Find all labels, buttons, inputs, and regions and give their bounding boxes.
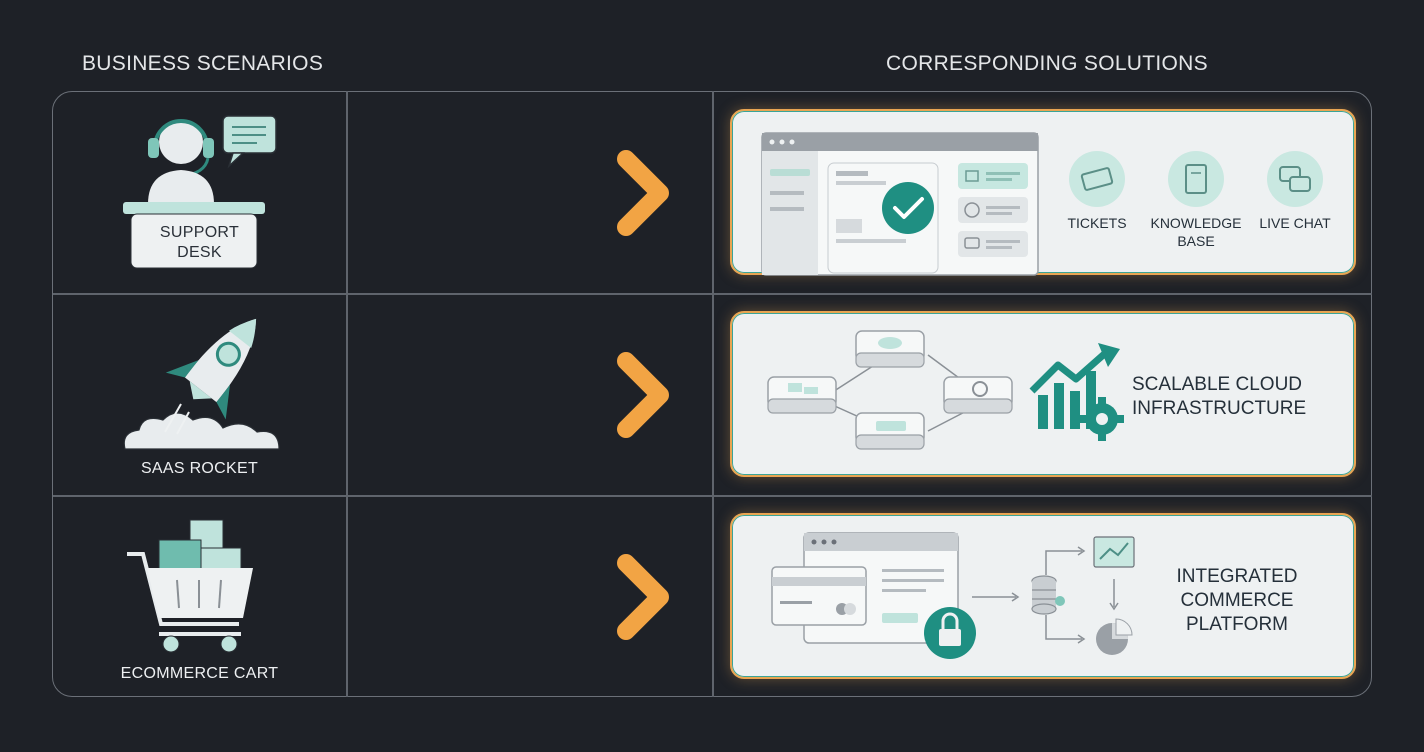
solution-label-cloud: SCALABLE CLOUD INFRASTRUCTURE bbox=[1132, 374, 1307, 419]
scenario-label: SAAS ROCKET bbox=[140, 460, 259, 477]
pie-chart-icon bbox=[1096, 618, 1133, 655]
row-divider-2 bbox=[53, 495, 1372, 497]
solution-card-commerce: INTEGRATED COMMERCE PLATFORM bbox=[730, 513, 1356, 679]
database-icon bbox=[1031, 575, 1065, 615]
shopping-cart-icon bbox=[127, 519, 253, 653]
growth-gear-icon bbox=[1029, 343, 1124, 441]
feature-label-live-chat: LIVE CHAT bbox=[1259, 215, 1331, 231]
solution-card-support: TICKETS KNOWLEDGE BASE LIVE CHAT bbox=[730, 109, 1356, 276]
flow-arrow bbox=[389, 352, 669, 438]
feature-label-tickets: TICKETS bbox=[1067, 215, 1127, 231]
flow-arrow bbox=[389, 150, 669, 236]
solution-card-cloud: SCALABLE CLOUD INFRASTRUCTURE bbox=[730, 311, 1356, 477]
column-divider-2 bbox=[712, 91, 714, 697]
server-node bbox=[855, 330, 925, 368]
scenario-label: SUPPORT DESK bbox=[159, 224, 240, 261]
helpdesk-dashboard-icon bbox=[761, 132, 1323, 276]
solutions-header: CORRESPONDING SOLUTIONS bbox=[886, 52, 1208, 75]
flow-arrow bbox=[389, 554, 669, 640]
trend-chart-icon bbox=[1093, 536, 1135, 568]
support-agent-icon bbox=[123, 115, 277, 269]
commerce-flow-icon bbox=[771, 532, 1135, 659]
rocket-icon bbox=[123, 318, 280, 450]
scenario-ecommerce-cart: ECOMMERCE CART bbox=[53, 496, 346, 697]
scenario-label: ECOMMERCE CART bbox=[120, 665, 279, 682]
cloud-network-icon bbox=[767, 330, 1124, 450]
row-divider-1 bbox=[53, 293, 1372, 295]
feature-label-knowledge-base: KNOWLEDGE BASE bbox=[1150, 215, 1242, 249]
solution-label-commerce: INTEGRATED COMMERCE PLATFORM bbox=[1176, 566, 1298, 635]
scenarios-header: BUSINESS SCENARIOS bbox=[82, 52, 324, 75]
column-divider-1 bbox=[346, 91, 348, 697]
scenario-support-desk: SUPPORT DESK bbox=[53, 92, 346, 293]
scenario-saas-rocket: SAAS ROCKET bbox=[53, 294, 346, 495]
